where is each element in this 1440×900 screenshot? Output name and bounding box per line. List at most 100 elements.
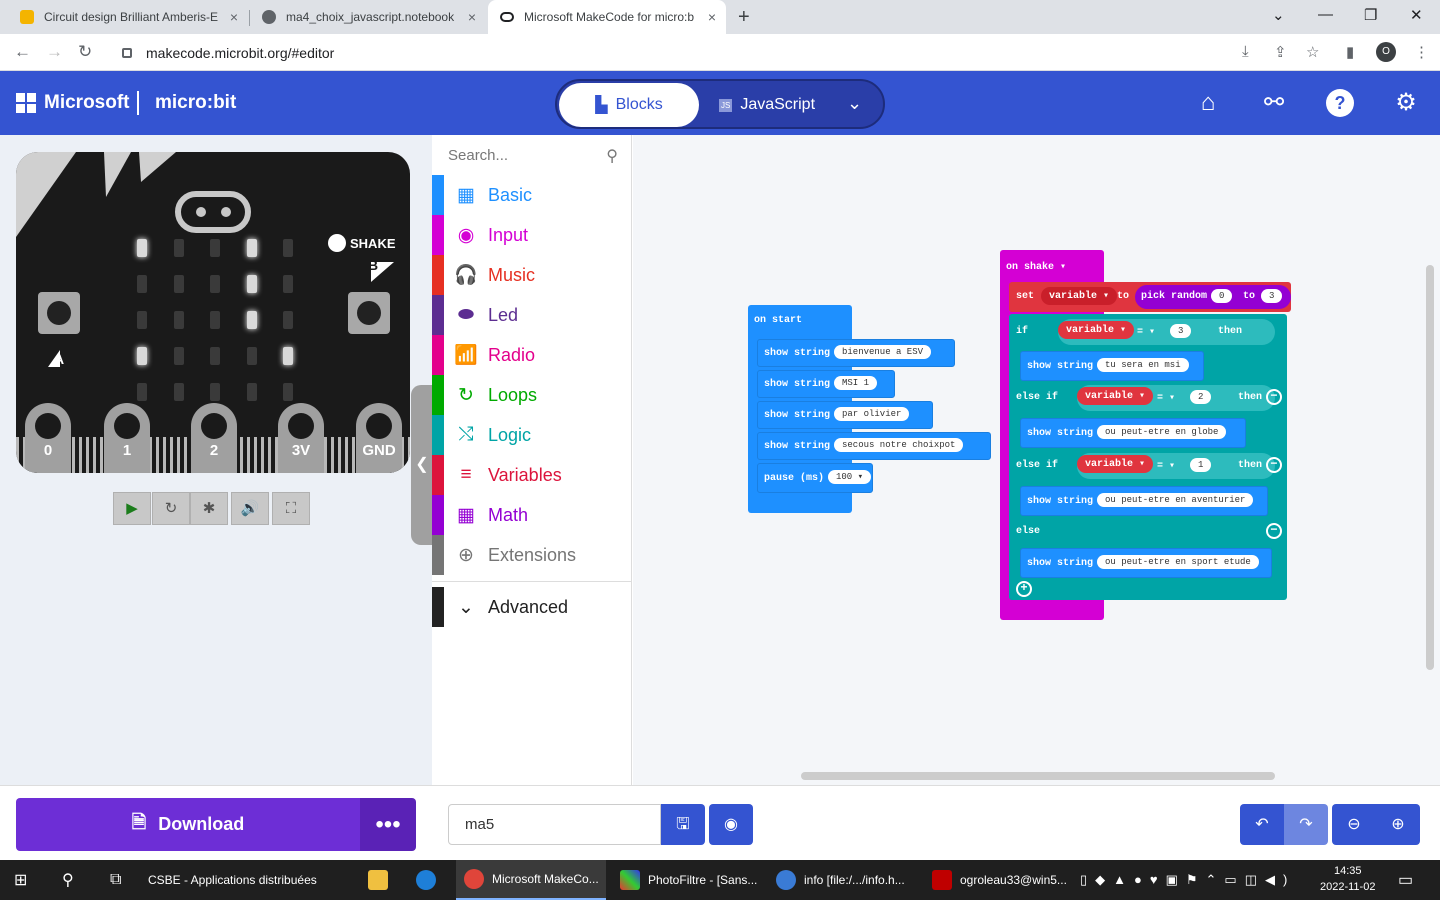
- javascript-toggle-button[interactable]: JS JavaScript: [707, 83, 827, 127]
- microbit-brand[interactable]: micro:bit: [155, 92, 237, 113]
- search-icon[interactable]: ⚲: [606, 148, 618, 165]
- new-tab-button[interactable]: +: [738, 6, 750, 28]
- category-advanced[interactable]: ⌄ Advanced: [432, 587, 632, 627]
- share-icon[interactable]: ⚯: [1263, 89, 1285, 116]
- string-field[interactable]: tu sera en msi: [1097, 358, 1189, 372]
- fullscreen-icon[interactable]: ⛶: [272, 492, 310, 525]
- close-window-icon[interactable]: ✕: [1410, 7, 1423, 24]
- variable-dropdown[interactable]: variable ▾: [1058, 321, 1135, 339]
- tab-search-icon[interactable]: ⌄: [1272, 7, 1285, 24]
- task-view-icon[interactable]: ⧉: [110, 871, 122, 888]
- pause-block[interactable]: pause (ms)100 ▾: [757, 463, 873, 493]
- category-loops[interactable]: ↻Loops: [432, 375, 632, 415]
- windows-start-icon[interactable]: ⊞: [14, 872, 28, 889]
- blocks-toggle-button[interactable]: ▙ Blocks: [559, 83, 699, 127]
- browser-tab-active[interactable]: Microsoft MakeCode for micro:b ×: [488, 0, 726, 34]
- bookmark-star-icon[interactable]: ☆: [1306, 44, 1320, 61]
- play-icon[interactable]: ▶: [113, 492, 151, 525]
- download-options-button[interactable]: •••: [360, 798, 416, 851]
- mute-icon[interactable]: 🔊: [231, 492, 269, 525]
- taskbar-app-browser[interactable]: info [file:/.../info.h...: [768, 860, 918, 900]
- string-field[interactable]: ou peut-etre en globe: [1097, 425, 1227, 439]
- equals-dropdown[interactable]: = ▾: [1157, 461, 1176, 472]
- taskbar-app-photofiltre[interactable]: PhotoFiltre - [Sans...: [612, 860, 762, 900]
- zoom-out-icon[interactable]: ⊖: [1332, 804, 1376, 845]
- compare-value-field[interactable]: 3: [1170, 324, 1192, 338]
- pin-0[interactable]: [25, 403, 71, 473]
- category-led[interactable]: ⬬Led: [432, 295, 632, 335]
- taskbar-app-chrome[interactable]: Microsoft MakeCo...: [456, 860, 606, 900]
- remove-branch-icon[interactable]: −: [1266, 457, 1282, 473]
- variable-dropdown[interactable]: variable ▾: [1041, 287, 1118, 305]
- category-variables[interactable]: ≡Variables: [432, 455, 632, 495]
- vertical-scrollbar[interactable]: [1426, 265, 1434, 670]
- taskbar-app-filezilla[interactable]: ogroleau33@win5...: [924, 860, 1070, 900]
- string-field[interactable]: secous notre choixpot: [834, 438, 964, 452]
- home-icon[interactable]: ⌂: [1200, 89, 1216, 116]
- category-music[interactable]: 🎧Music: [432, 255, 632, 295]
- button-b[interactable]: [348, 292, 390, 334]
- chevron-down-icon[interactable]: ⌄: [847, 93, 863, 113]
- restore-icon[interactable]: ❐: [1364, 7, 1378, 24]
- download-button[interactable]: 🗎 Download: [16, 798, 360, 851]
- compare-value-field[interactable]: 1: [1190, 458, 1212, 472]
- string-field[interactable]: par olivier: [834, 407, 910, 421]
- taskbar-clock[interactable]: 14:35 2022-11-02: [1320, 863, 1375, 895]
- restart-icon[interactable]: ↻: [152, 492, 190, 525]
- compare-value-field[interactable]: 2: [1190, 390, 1212, 404]
- string-field[interactable]: MSI 1: [834, 376, 878, 390]
- close-tab-icon[interactable]: ×: [229, 9, 238, 25]
- edge-icon[interactable]: [414, 860, 438, 900]
- url-field[interactable]: makecode.microbit.org/#editor: [116, 39, 1236, 66]
- close-tab-icon[interactable]: ×: [467, 9, 476, 25]
- collapse-simulator-button[interactable]: ❮: [411, 385, 433, 545]
- pin-gnd[interactable]: [356, 403, 402, 473]
- profile-avatar[interactable]: O: [1376, 42, 1396, 62]
- random-to-field[interactable]: 3: [1261, 289, 1283, 303]
- horizontal-scrollbar[interactable]: [801, 772, 1275, 780]
- pick-random-block[interactable]: pick random 0 to 3: [1135, 285, 1291, 309]
- debug-bug-icon[interactable]: ✱: [190, 492, 228, 525]
- zoom-in-icon[interactable]: ⊕: [1376, 804, 1420, 845]
- equals-dropdown[interactable]: = ▾: [1157, 393, 1176, 404]
- help-icon[interactable]: ?: [1326, 89, 1354, 117]
- random-from-field[interactable]: 0: [1211, 289, 1233, 303]
- close-tab-icon[interactable]: ×: [707, 9, 716, 25]
- menu-kebab-icon[interactable]: ⋮: [1414, 44, 1429, 61]
- equals-dropdown[interactable]: = ▾: [1137, 327, 1156, 338]
- share-icon[interactable]: ⇪: [1274, 44, 1287, 61]
- project-name-input[interactable]: ma5: [448, 804, 661, 845]
- button-a[interactable]: [38, 292, 80, 334]
- back-icon[interactable]: ←: [14, 42, 31, 61]
- category-math[interactable]: ▦Math: [432, 495, 632, 535]
- variable-dropdown[interactable]: variable ▾: [1077, 387, 1154, 405]
- add-branch-icon[interactable]: +: [1016, 581, 1032, 597]
- install-icon[interactable]: ⤓: [1242, 43, 1249, 60]
- string-field[interactable]: ou peut-etre en aventurier: [1097, 493, 1254, 507]
- browser-tab[interactable]: Circuit design Brilliant Amberis-E ×: [8, 0, 248, 34]
- pin-3v[interactable]: [278, 403, 324, 473]
- string-field[interactable]: bienvenue a ESV: [834, 345, 932, 359]
- shake-button[interactable]: SHAKE: [328, 234, 396, 252]
- system-tray-icons[interactable]: ▯◆▲●♥▣⚑⌃▭◫◀): [1080, 872, 1296, 887]
- toolbox-search[interactable]: Search... ⚲: [448, 147, 618, 165]
- variable-dropdown[interactable]: variable ▾: [1077, 455, 1154, 473]
- reload-icon[interactable]: ↻: [78, 42, 93, 61]
- category-input[interactable]: ◉Input: [432, 215, 632, 255]
- category-radio[interactable]: 📶Radio: [432, 335, 632, 375]
- minimize-icon[interactable]: —: [1318, 6, 1333, 23]
- search-icon[interactable]: ⚲: [62, 872, 74, 889]
- string-field[interactable]: ou peut-etre en sport etude: [1097, 555, 1259, 569]
- category-basic[interactable]: ▦Basic: [432, 175, 632, 215]
- github-icon[interactable]: ◉: [709, 804, 753, 845]
- category-extensions[interactable]: ⊕Extensions: [432, 535, 632, 575]
- category-logic[interactable]: ⤭Logic: [432, 415, 632, 455]
- set-variable-block[interactable]: set variable ▾ to pick random 0 to 3: [1009, 282, 1291, 312]
